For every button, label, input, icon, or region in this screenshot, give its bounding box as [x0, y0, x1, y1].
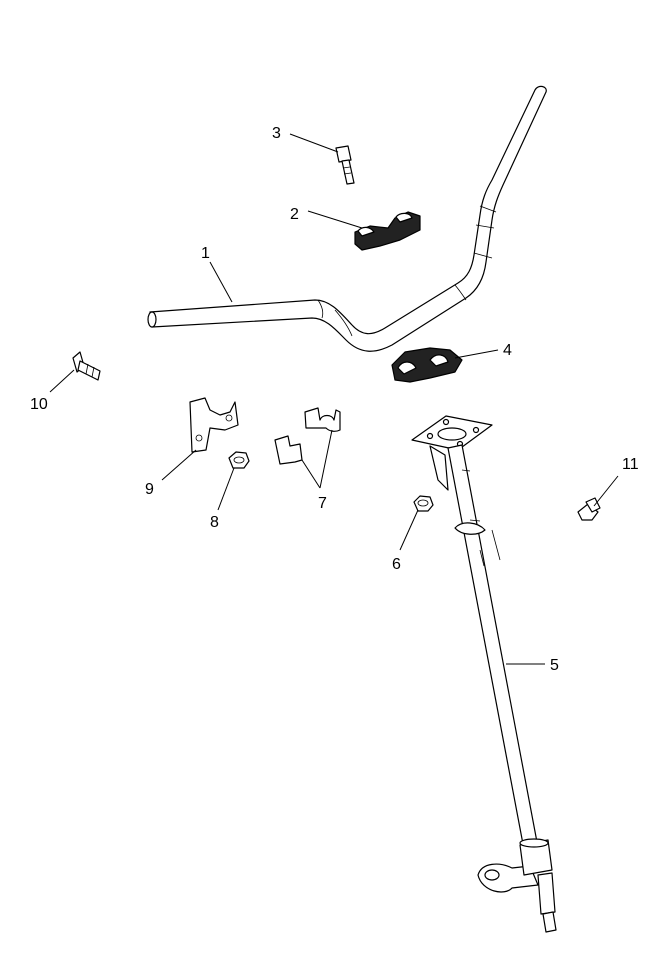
handlebar-part — [147, 85, 547, 352]
callout-1: 1 — [201, 245, 210, 262]
callout-9: 9 — [145, 481, 154, 498]
callout-5: 5 — [550, 657, 559, 674]
callout-labels: 1 2 3 4 5 6 7 8 9 10 11 — [30, 125, 639, 674]
callout-3: 3 — [272, 125, 281, 142]
callout-8: 8 — [210, 514, 219, 531]
steering-post-part — [411, 415, 557, 933]
clamp-bolt-part — [335, 145, 355, 185]
callout-2: 2 — [290, 206, 299, 223]
grease-fitting-part — [577, 497, 601, 521]
post-nut-part — [413, 495, 434, 512]
callout-11: 11 — [622, 456, 639, 473]
flange-nut-part — [228, 451, 250, 469]
callout-10: 10 — [30, 396, 48, 413]
callout-4: 4 — [503, 342, 512, 359]
bracket-bolt-part — [72, 351, 101, 381]
cable-clips-part — [274, 407, 341, 465]
bracket-part — [189, 397, 239, 453]
leader-lines — [49, 133, 619, 665]
callout-6: 6 — [392, 556, 401, 573]
lower-clamp-part — [391, 347, 463, 383]
upper-clamp-part — [354, 211, 421, 251]
callout-7: 7 — [318, 495, 327, 512]
